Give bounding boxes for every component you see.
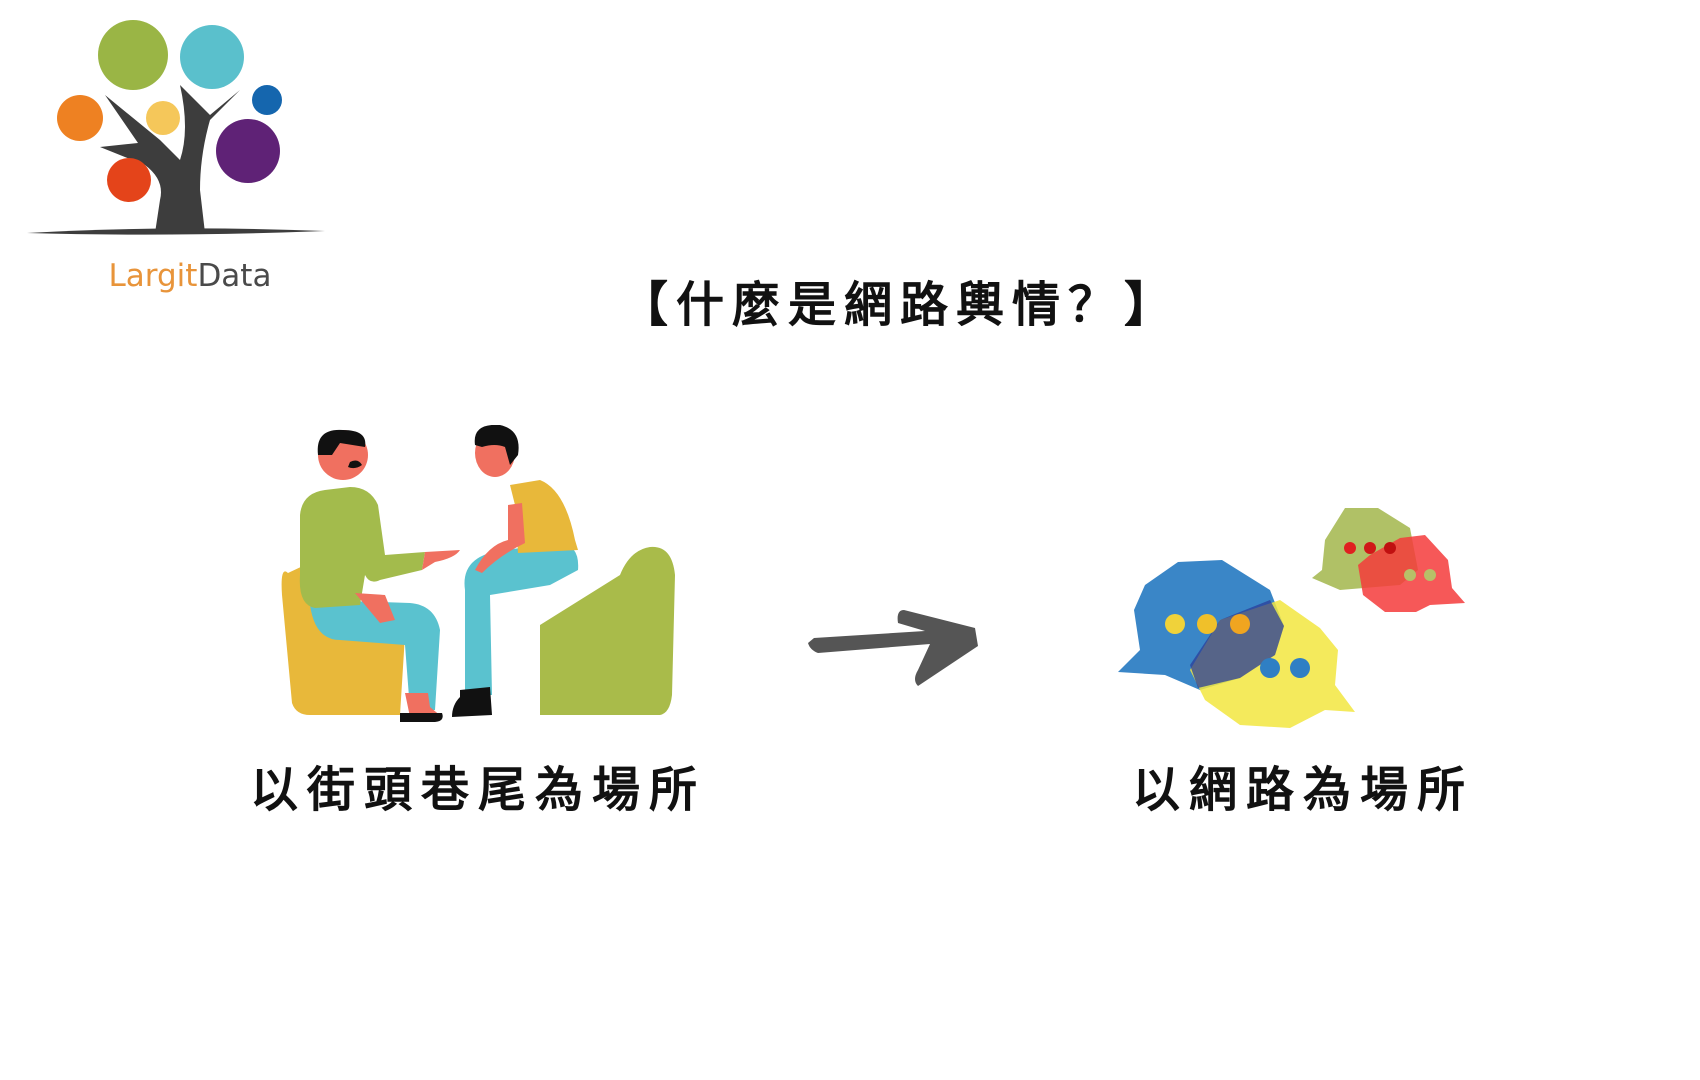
left-caption: 以街頭巷尾為場所	[250, 762, 707, 818]
chat-bubbles-icon	[1118, 508, 1465, 728]
tree-logo-icon	[27, 20, 325, 235]
right-caption: 以網路為場所	[1132, 762, 1475, 818]
logo-wordmark: LargitData	[20, 258, 360, 294]
logo-wordmark-largit: Largit	[108, 258, 198, 294]
right-arrow-icon	[808, 610, 978, 686]
page-title: 【什麼是網路輿情？】	[619, 277, 1180, 333]
people-talking-icon	[281, 424, 675, 722]
logo-wordmark-data: Data	[197, 258, 272, 294]
transition-arrow	[800, 598, 990, 693]
largitdata-logo: LargitData	[20, 15, 340, 305]
online-chat-bubbles-illustration	[1110, 500, 1490, 740]
street-conversation-illustration	[260, 424, 680, 725]
